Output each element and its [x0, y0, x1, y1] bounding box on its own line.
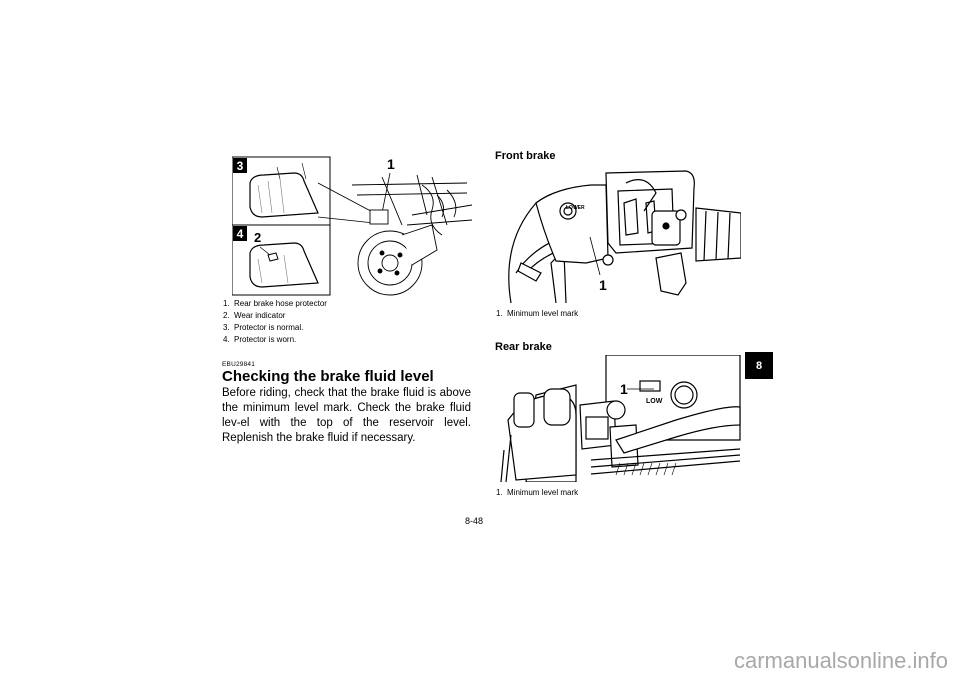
rear-brake-illustration: 1 LOW	[500, 355, 741, 482]
section-title: Checking the brake fluid level	[222, 368, 434, 385]
front-brake-illustration: LOWER 1	[508, 170, 741, 303]
rear-brake-callout-1: 1	[620, 381, 628, 397]
list-item: 3.Protector is normal.	[223, 323, 304, 332]
brake-protector-illustration: 3 4 2 1	[232, 156, 472, 296]
list-item: 2.Wear indicator	[223, 311, 286, 320]
list-item: 1.Rear brake hose protector	[223, 299, 327, 308]
front-brake-caption: 1.Minimum level mark	[496, 309, 579, 318]
section-body: Before riding, check that the brake flui…	[222, 387, 471, 444]
watermark: carmanualsonline.info	[733, 648, 948, 673]
list-item: 4.Protector is worn.	[223, 335, 297, 344]
callout-4: 4	[237, 227, 244, 241]
rear-brake-caption: 1.Minimum level mark	[496, 488, 579, 497]
chapter-tab: 8	[745, 352, 773, 379]
low-mark-label: LOW	[646, 398, 663, 405]
rear-brake-heading: Rear brake	[495, 341, 552, 353]
front-brake-callout-1: 1	[599, 277, 607, 293]
figure1-caption-list: 1.Rear brake hose protector 2.Wear indic…	[223, 298, 327, 346]
callout-1: 1	[387, 156, 395, 172]
callout-2: 2	[254, 230, 261, 245]
front-brake-heading: Front brake	[495, 150, 556, 162]
section-code: EBU29841	[222, 361, 256, 368]
callout-3: 3	[237, 159, 244, 173]
page-number: 8-48	[465, 516, 484, 526]
lower-mark-label: LOWER	[566, 205, 585, 211]
